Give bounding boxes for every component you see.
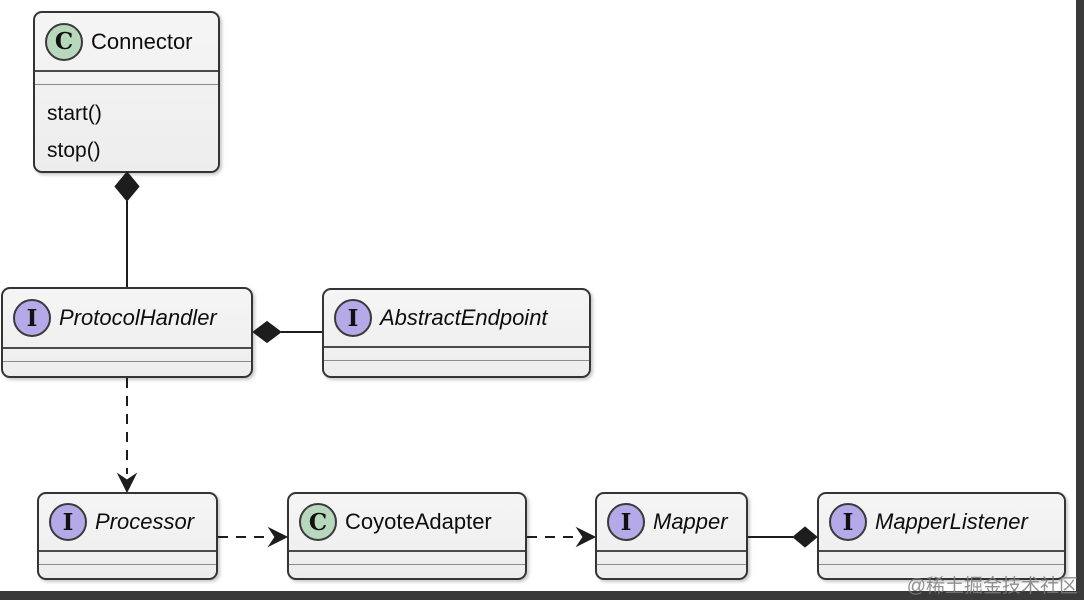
composition-diamond-icon <box>114 171 140 202</box>
class-name: Connector <box>91 28 193 54</box>
methods-compartment <box>289 565 525 578</box>
interface-box-mapperlistener: I MapperListener <box>817 492 1066 580</box>
interface-stereotype-icon: I <box>334 299 372 337</box>
compartment-divider <box>597 550 746 552</box>
methods-compartment <box>39 565 216 578</box>
dependency-arrowhead-icon <box>575 526 597 548</box>
frame-bar-right <box>1076 0 1084 600</box>
methods-compartment: start() stop() <box>35 85 218 171</box>
edge-mapper-mapperlistener <box>748 526 818 548</box>
compartment-divider <box>324 346 589 348</box>
class-name: AbstractEndpoint <box>380 305 548 330</box>
compartment-divider <box>35 70 218 72</box>
compartment-divider <box>819 564 1064 565</box>
methods-compartment <box>597 565 746 578</box>
class-header-connector: C Connector <box>35 13 218 70</box>
interface-stereotype-icon: I <box>49 503 87 541</box>
interface-stereotype-icon: I <box>829 503 867 541</box>
class-header-mapper: I Mapper <box>597 494 746 550</box>
class-stereotype-icon: C <box>45 22 83 61</box>
fields-compartment <box>597 552 746 564</box>
class-stereotype-icon: C <box>299 503 337 541</box>
methods-compartment <box>324 361 589 376</box>
class-name: Processor <box>95 509 195 534</box>
edge-coyoteadapter-mapper <box>527 526 597 548</box>
class-box-coyoteadapter: C CoyoteAdapter <box>287 492 527 580</box>
frame-bar-bottom <box>0 591 1084 600</box>
compartment-divider <box>3 347 251 349</box>
interface-stereotype-icon: I <box>607 503 645 541</box>
fields-compartment <box>289 552 525 564</box>
compartment-divider <box>289 550 525 552</box>
fields-compartment <box>324 348 589 360</box>
edge-protocolhandler-processor <box>116 378 138 494</box>
class-header-coyoteadapter: C CoyoteAdapter <box>289 494 525 550</box>
interface-box-mapper: I Mapper <box>595 492 748 580</box>
interface-stereotype-icon: I <box>13 299 51 337</box>
compartment-divider <box>39 550 216 552</box>
compartment-divider <box>35 84 218 85</box>
edge-processor-coyoteadapter <box>218 526 289 548</box>
edge-connector-protocolhandler <box>114 171 140 287</box>
class-header-abstractendpoint: I AbstractEndpoint <box>324 290 589 346</box>
compartment-divider <box>324 360 589 361</box>
class-header-protocolhandler: I ProtocolHandler <box>3 289 251 347</box>
interface-box-protocolhandler: I ProtocolHandler <box>1 287 253 378</box>
class-name: CoyoteAdapter <box>345 509 492 534</box>
composition-diamond-icon <box>252 320 282 344</box>
dependency-arrowhead-icon <box>267 526 289 548</box>
dependency-arrowhead-icon <box>116 472 138 494</box>
compartment-divider <box>3 361 251 362</box>
compartment-divider <box>597 564 746 565</box>
edge-protocolhandler-abstractendpoint <box>252 320 322 344</box>
compartment-divider <box>819 550 1064 552</box>
composition-diamond-icon <box>792 526 818 548</box>
compartment-divider <box>39 564 216 565</box>
compartment-divider <box>289 564 525 565</box>
fields-compartment <box>819 552 1064 564</box>
fields-compartment <box>3 349 251 361</box>
interface-box-abstractendpoint: I AbstractEndpoint <box>322 288 591 378</box>
fields-compartment <box>39 552 216 564</box>
interface-box-processor: I Processor <box>37 492 218 580</box>
class-name: MapperListener <box>875 509 1028 534</box>
watermark-text: @稀土掘金技术社区 <box>906 576 1078 597</box>
method-item: start() <box>47 102 102 125</box>
class-header-processor: I Processor <box>39 494 216 550</box>
class-name: ProtocolHandler <box>59 305 217 330</box>
methods-compartment <box>3 362 251 376</box>
class-name: Mapper <box>653 509 728 534</box>
class-box-connector: C Connector start() stop() <box>33 11 220 173</box>
fields-compartment <box>35 72 218 84</box>
method-item: stop() <box>47 139 101 162</box>
class-header-mapperlistener: I MapperListener <box>819 494 1064 550</box>
